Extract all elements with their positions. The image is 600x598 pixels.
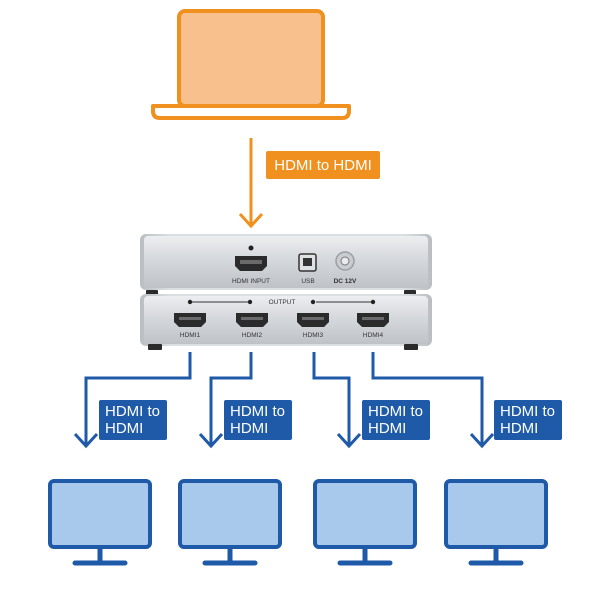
connector-1-arrowhead	[73, 432, 99, 449]
hdmi-output-port-2	[236, 313, 268, 327]
output-connection-label-2: HDMI to HDMI	[224, 400, 292, 440]
connector-3-arrowhead	[336, 432, 362, 449]
input-arrow	[238, 138, 264, 229]
label-line-2: HDMI	[105, 420, 144, 437]
hdmi-input-port	[235, 256, 267, 271]
label-line-1: HDMI to	[368, 403, 424, 420]
hdmi-output-port-1	[174, 313, 206, 327]
port-label-hdmi2: HDMI2	[242, 332, 263, 339]
connector-1	[84, 352, 192, 444]
label-line-1: HDMI to	[500, 403, 556, 420]
connector-4	[371, 352, 484, 444]
output-connection-label-4: HDMI to HDMI	[494, 400, 562, 440]
power-jack	[335, 251, 355, 271]
usb-label: USB	[301, 278, 314, 285]
label-line-2: HDMI	[368, 420, 407, 437]
connector-2	[209, 352, 253, 444]
input-led	[248, 245, 254, 251]
port-label-hdmi4: HDMI4	[363, 332, 384, 339]
power-label: DC 12V	[334, 278, 357, 285]
hdmi-output-port-3	[297, 313, 329, 327]
laptop-icon	[151, 9, 351, 120]
monitor-icon	[178, 479, 282, 566]
input-connection-text: HDMI to HDMI	[274, 156, 372, 174]
monitor-icon	[313, 479, 417, 566]
output-led	[310, 299, 316, 305]
splitter-output-panel	[140, 294, 432, 350]
output-led	[370, 299, 376, 305]
label-line-1: HDMI to	[230, 403, 286, 420]
output-led	[247, 299, 253, 305]
output-connection-label-1: HDMI to HDMI	[99, 400, 167, 440]
connector-4-arrowhead	[469, 432, 495, 449]
output-led	[187, 299, 193, 305]
foot	[404, 344, 418, 350]
connector-2-arrowhead	[198, 432, 224, 449]
connector-3	[312, 352, 351, 444]
usb-port	[298, 253, 317, 272]
input-connection-label: HDMI to HDMI	[266, 151, 380, 179]
monitor-icon	[48, 479, 152, 566]
foot	[148, 344, 162, 350]
output-connection-label-3: HDMI to HDMI	[362, 400, 430, 440]
output-label: OUTPUT	[269, 299, 296, 306]
port-label-hdmi1: HDMI1	[180, 332, 201, 339]
label-line-1: HDMI to	[105, 403, 161, 420]
label-line-2: HDMI	[500, 420, 539, 437]
hdmi-input-label: HDMI INPUT	[232, 278, 270, 285]
foot	[146, 290, 158, 295]
splitter-input-panel	[140, 234, 432, 295]
hdmi-output-port-4	[357, 313, 389, 327]
port-label-hdmi3: HDMI3	[303, 332, 324, 339]
label-line-2: HDMI	[230, 420, 269, 437]
foot	[404, 290, 416, 295]
output-connectors	[73, 352, 495, 449]
monitor-icon	[444, 479, 548, 566]
